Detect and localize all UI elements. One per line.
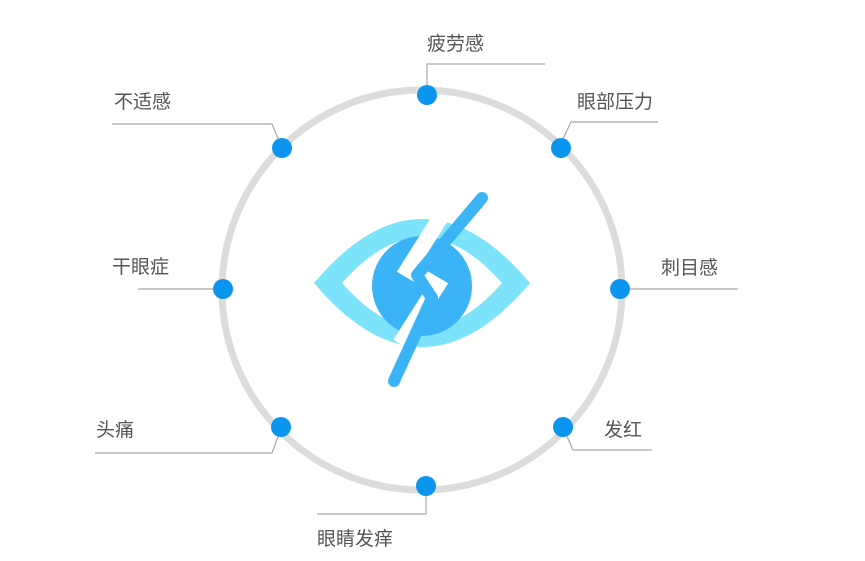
- symptom-node: [416, 476, 436, 496]
- symptom-item: 头痛: [95, 417, 291, 454]
- symptom-node: [553, 417, 573, 437]
- symptom-item: 不适感: [112, 91, 292, 158]
- connector-line: [561, 121, 658, 142]
- connector-line: [426, 63, 545, 91]
- symptom-item: 眼睛发痒: [317, 476, 436, 550]
- connector-line: [317, 493, 427, 515]
- symptom-node: [551, 138, 571, 158]
- symptom-node: [610, 279, 630, 299]
- symptom-label: 头痛: [96, 419, 134, 441]
- symptom-item: 疲劳感: [417, 33, 545, 105]
- symptom-node: [417, 85, 437, 105]
- symptom-label: 发红: [604, 419, 642, 441]
- symptom-label: 干眼症: [112, 256, 169, 278]
- symptom-node: [272, 138, 292, 158]
- symptom-node: [271, 417, 291, 437]
- symptom-item: 刺目感: [610, 257, 738, 299]
- symptom-item: 眼部压力: [551, 91, 658, 158]
- symptom-label: 眼睛发痒: [317, 528, 393, 550]
- eye-off-icon: [314, 192, 530, 387]
- connector-line: [565, 433, 652, 451]
- symptom-label: 疲劳感: [427, 33, 484, 55]
- symptom-item: 发红: [553, 417, 652, 451]
- symptom-item: 干眼症: [112, 256, 233, 299]
- symptom-label: 刺目感: [661, 257, 718, 279]
- connector-line: [112, 123, 280, 142]
- connector-line: [95, 433, 280, 454]
- symptom-node: [213, 279, 233, 299]
- symptom-label: 眼部压力: [577, 91, 653, 113]
- symptom-label: 不适感: [114, 91, 171, 113]
